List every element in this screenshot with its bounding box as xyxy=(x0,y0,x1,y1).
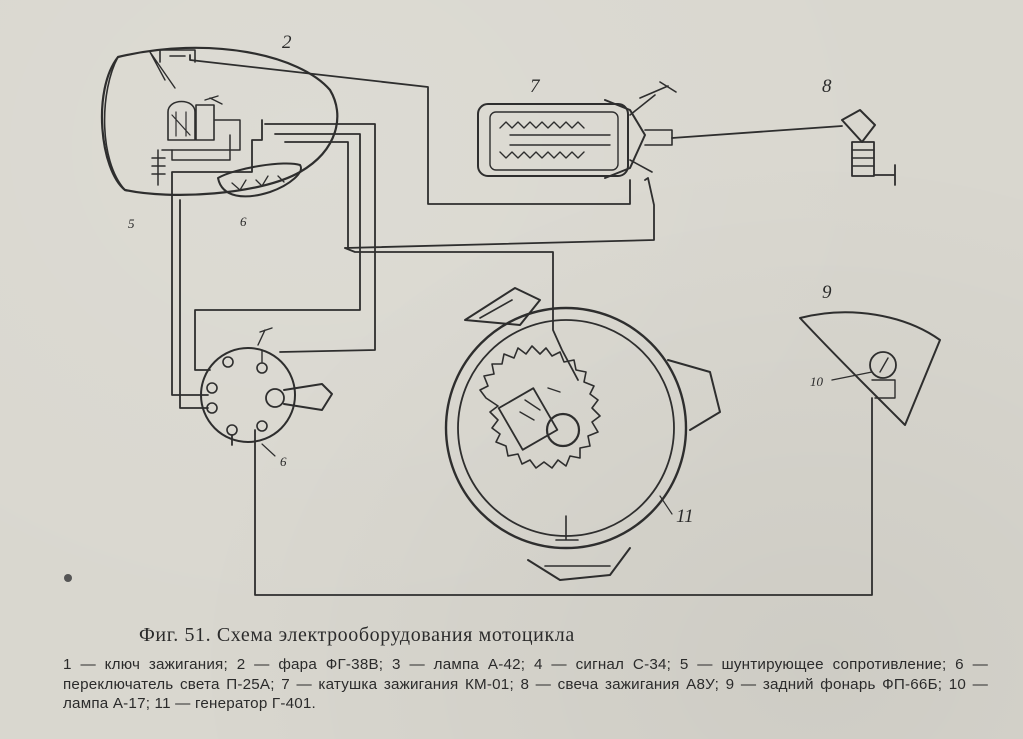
headlight-assembly: 2 5 6 xyxy=(100,32,339,231)
generator: 11 xyxy=(444,287,721,581)
ignition-coil: 7 xyxy=(477,76,677,179)
figure-title: Фиг. 51. Схема электрооборудования мотоц… xyxy=(139,624,575,646)
label-lamp: 10 xyxy=(810,374,824,389)
ink-speck xyxy=(64,574,72,582)
figure-legend: 1 — ключ зажигания; 2 — фара ФГ-38В; 3 —… xyxy=(63,655,988,714)
switch-unit: 6 xyxy=(200,327,333,469)
label-switch: 6 xyxy=(280,454,287,469)
label-headlight: 2 xyxy=(282,32,292,53)
wiring xyxy=(171,54,873,596)
label-shunt: 5 xyxy=(128,216,135,231)
label-spark-plug: 8 xyxy=(822,76,832,97)
label-coil: 7 xyxy=(530,76,541,97)
spark-plug: 8 xyxy=(822,76,896,186)
legend-text: 1 — ключ зажигания; 2 — фара ФГ-38В; 3 —… xyxy=(63,656,988,712)
wiring-diagram: 2 5 6 7 8 xyxy=(64,32,941,596)
label-tail-lamp: 9 xyxy=(822,282,832,303)
tail-lamp: 9 10 xyxy=(799,282,941,426)
label-signal: 6 xyxy=(240,214,247,229)
label-generator: 11 xyxy=(676,506,694,527)
